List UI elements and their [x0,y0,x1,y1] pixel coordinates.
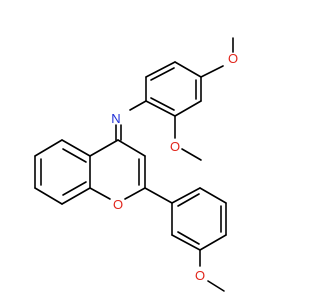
bond [62,181,87,196]
bond [145,100,176,117]
atom-label-oxygen: O [170,139,180,154]
bond [61,139,91,157]
bond [171,234,201,251]
bond [34,139,63,157]
bond [144,187,173,204]
bond [207,280,225,292]
bond [129,100,147,111]
atom-label-nitrogen: N [111,111,120,126]
bond [145,61,176,78]
bond [181,148,202,161]
bond [89,139,119,157]
bond [150,97,175,111]
bonds [34,37,234,292]
molecule-svg: N O O O O [34,37,238,292]
bond [200,65,224,78]
atom-label-ring-oxygen: O [113,197,123,212]
bond [62,148,87,163]
atom-labels: N O O O O [111,51,238,283]
bond [150,67,175,81]
bond [199,234,227,251]
bond [117,139,146,157]
bond [199,187,227,204]
bond [61,187,91,205]
bond [177,193,200,207]
atom-label-oxygen: O [195,268,205,283]
atom-label-oxygen: O [228,51,238,66]
bond [171,187,201,204]
bond [177,231,200,245]
bond [174,100,202,117]
bond [124,187,146,200]
bond [89,187,111,200]
bond [174,61,202,78]
bond [34,187,63,205]
structure-diagram: N O O O O [34,37,238,292]
